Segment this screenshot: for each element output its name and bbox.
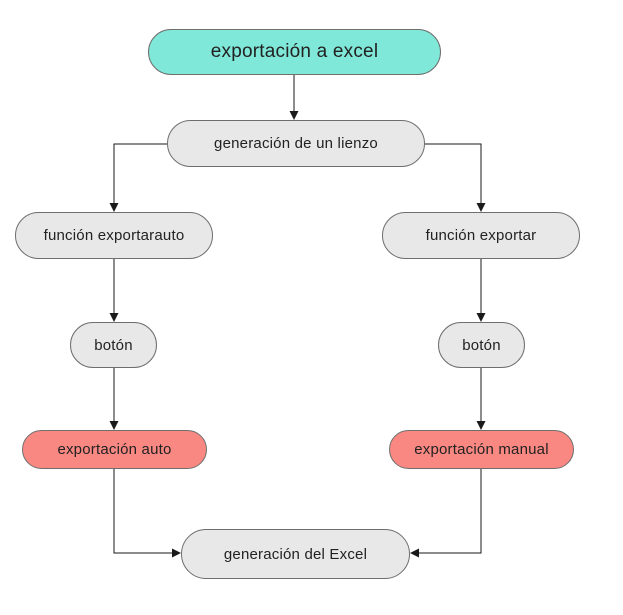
node-button-right: botón (438, 322, 525, 368)
node-excel-generation: generación del Excel (181, 529, 410, 579)
node-title: exportación a excel (148, 29, 441, 75)
arrow-export-manual-to-excel (410, 469, 482, 558)
node-canvas-generation: generación de un lienzo (167, 120, 425, 167)
node-export-manual: exportación manual (389, 430, 574, 469)
arrow-export-auto-to-excel (113, 469, 181, 558)
node-export-auto: exportación auto (22, 430, 207, 469)
node-func-exportar: función exportar (382, 212, 580, 259)
node-func-exportarauto: función exportarauto (15, 212, 213, 259)
node-button-left: botón (70, 322, 157, 368)
arrow-canvas-to-func-auto (109, 143, 167, 212)
arrow-canvas-to-func-export (425, 143, 486, 212)
